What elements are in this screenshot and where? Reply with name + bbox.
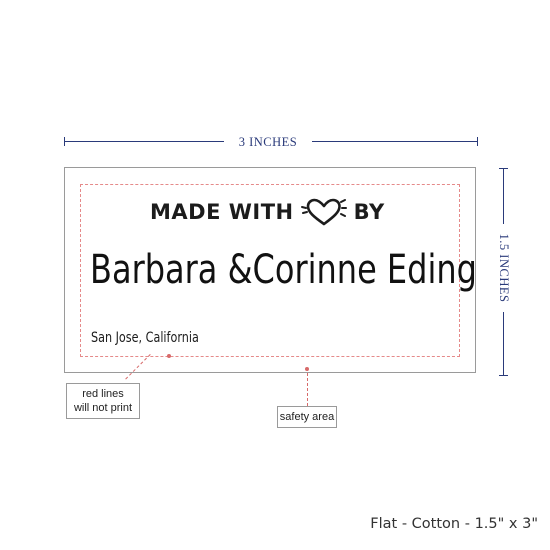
height-dimension-bottom-cap [499,375,508,376]
red-lines-callout-line-1: red lines [82,388,124,400]
safety-area-callout-line [307,368,309,406]
made-with-suffix: BY [353,200,385,224]
red-lines-callout-dot [167,354,171,358]
height-dimension-label: 1.5 INCHES [497,233,511,303]
safety-area-callout: safety area [277,406,337,428]
red-lines-callout-line-2: will not print [73,402,133,414]
label-preview [64,167,476,373]
width-dimension-left-line [64,141,224,142]
label-name: Barbara &Corinne Eding [90,247,477,293]
width-dimension: 3 INCHES [64,134,478,150]
red-lines-callout: red lines will not print [66,383,140,419]
width-dimension-label: 3 INCHES [238,135,298,149]
made-with-line: MADE WITH BY [150,197,400,227]
heart-sparkle-icon [300,198,347,226]
height-dimension-bottom-line [503,312,504,376]
label-location: San Jose, California [91,330,199,346]
height-dimension: 1.5 INCHES [496,168,512,376]
width-dimension-right-line [312,141,478,142]
width-dimension-right-cap [477,137,478,146]
product-caption: Flat - Cotton - 1.5" x 3" [370,516,538,532]
made-with-prefix: MADE WITH [150,200,294,224]
height-dimension-top-line [503,168,504,224]
safety-area-outline [80,184,460,357]
